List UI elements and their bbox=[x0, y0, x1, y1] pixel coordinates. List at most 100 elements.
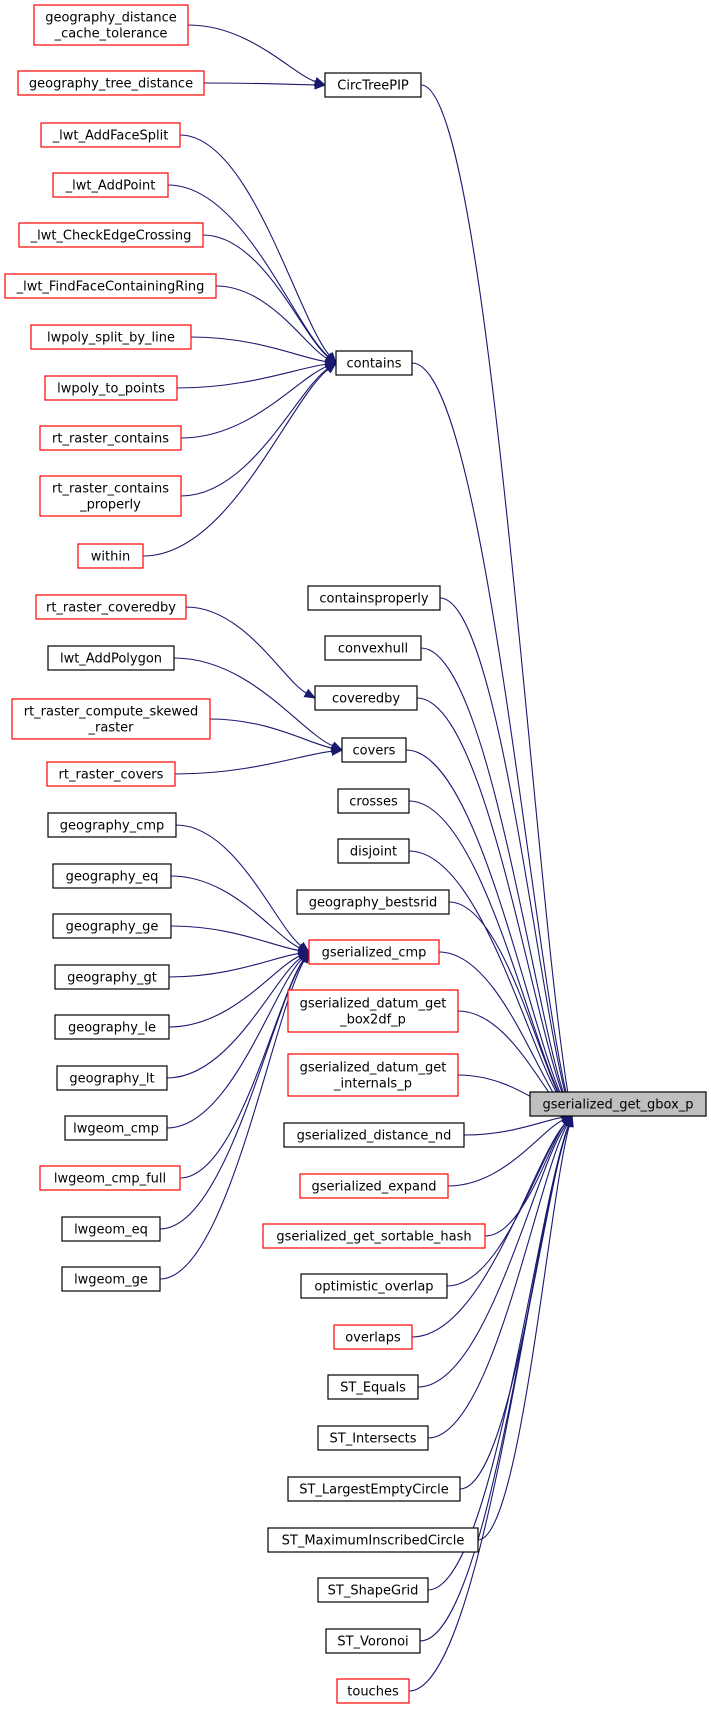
node-geography-distance-cache-tolerance[interactable]: geography_distance_cache_tolerance bbox=[33, 4, 189, 46]
node-box bbox=[39, 425, 182, 451]
node-st-voronoi[interactable]: ST_Voronoi bbox=[325, 1628, 421, 1654]
edge-rt-raster-contains-to-contains bbox=[180, 366, 327, 439]
node-gserialized-distance-nd[interactable]: gserialized_distance_nd bbox=[283, 1122, 465, 1148]
node-crosses[interactable]: crosses bbox=[337, 788, 410, 814]
node-st-maximuminscribedcircle[interactable]: ST_MaximumInscribedCircle bbox=[267, 1527, 479, 1553]
node-box bbox=[287, 1053, 459, 1097]
node-lwpoly-split-by-line[interactable]: lwpoly_split_by_line bbox=[30, 324, 192, 350]
node-geography-tree-distance[interactable]: geography_tree_distance bbox=[17, 70, 205, 96]
node-lwt-checkedgecrossing[interactable]: _lwt_CheckEdgeCrossing bbox=[18, 222, 204, 248]
node-lwgeom-cmp-full[interactable]: lwgeom_cmp_full bbox=[39, 1165, 181, 1191]
edge-st-equals-to-gserialized-get-gbox-p bbox=[417, 1123, 567, 1388]
node-contains[interactable]: contains bbox=[335, 350, 413, 376]
arrowhead-rt-raster-covers-to-covers bbox=[331, 746, 344, 756]
nodes-layer: geography_distance_cache_tolerancegeogra… bbox=[4, 4, 707, 1704]
node-label: rt_raster_contains bbox=[52, 432, 169, 447]
node-rt-raster-compute-skewed-raster[interactable]: rt_raster_compute_skewed_raster bbox=[11, 698, 211, 740]
node-lwgeom-cmp[interactable]: lwgeom_cmp bbox=[64, 1115, 168, 1141]
node-rt-raster-covers[interactable]: rt_raster_covers bbox=[46, 761, 176, 787]
node-label: disjoint bbox=[350, 845, 397, 860]
node-box bbox=[337, 838, 410, 864]
edge-geography-cmp-to-gserialized-cmp bbox=[175, 824, 302, 947]
edge-rt-raster-covers-to-covers bbox=[174, 750, 333, 775]
edge-crosses-to-gserialized-get-gbox-p bbox=[408, 800, 568, 1108]
node-label: rt_raster_contains bbox=[52, 482, 169, 497]
arrowhead-touches-to-gserialized-get-gbox-p bbox=[564, 1114, 573, 1128]
edge-lwt-checkedgecrossing-to-contains bbox=[202, 234, 329, 358]
node-rt-raster-coveredby[interactable]: rt_raster_coveredby bbox=[35, 594, 187, 620]
node-gserialized-datum-get-box2df-p[interactable]: gserialized_datum_get_box2df_p bbox=[287, 989, 459, 1033]
node-lwgeom-eq[interactable]: lwgeom_eq bbox=[61, 1216, 161, 1242]
node-st-largestemptycircle[interactable]: ST_LargestEmptyCircle bbox=[287, 1476, 461, 1502]
node-gserialized-datum-get-internals-p[interactable]: gserialized_datum_get_internals_p bbox=[287, 1053, 459, 1097]
node-box bbox=[61, 1216, 161, 1242]
node-rt-raster-contains-properly[interactable]: rt_raster_contains_properly bbox=[39, 475, 182, 517]
node-st-intersects[interactable]: ST_Intersects bbox=[317, 1425, 429, 1451]
node-gserialized-cmp[interactable]: gserialized_cmp bbox=[308, 939, 440, 965]
node-label: geography_le bbox=[68, 1021, 156, 1036]
node-box bbox=[337, 788, 410, 814]
node-label: gserialized_get_gbox_p bbox=[542, 1098, 693, 1113]
node-disjoint[interactable]: disjoint bbox=[337, 838, 410, 864]
node-label: _box2df_p bbox=[339, 1013, 406, 1028]
node-lwgeom-ge[interactable]: lwgeom_ge bbox=[61, 1266, 161, 1292]
node-containsproperly[interactable]: containsproperly bbox=[307, 585, 441, 611]
node-label: _internals_p bbox=[333, 1077, 412, 1092]
node-st-shapegrid[interactable]: ST_ShapeGrid bbox=[317, 1577, 429, 1603]
node-gserialized-get-sortable-hash[interactable]: gserialized_get_sortable_hash bbox=[262, 1223, 486, 1249]
edge-disjoint-to-gserialized-get-gbox-p bbox=[408, 850, 567, 1109]
node-label: geography_bestsrid bbox=[309, 896, 438, 911]
node-circtreepip[interactable]: CircTreePIP bbox=[324, 72, 422, 98]
node-label: geography_cmp bbox=[60, 819, 165, 834]
node-box bbox=[61, 1266, 161, 1292]
node-box bbox=[300, 1273, 448, 1299]
node-geography-gt[interactable]: geography_gt bbox=[54, 964, 170, 990]
edge-circtreepip-to-gserialized-get-gbox-p bbox=[420, 84, 571, 1107]
edge-convexhull-to-gserialized-get-gbox-p bbox=[420, 647, 569, 1107]
node-box bbox=[325, 1628, 421, 1654]
edge-rt-raster-compute-skewed-raster-to-covers bbox=[209, 718, 333, 749]
node-geography-lt[interactable]: geography_lt bbox=[56, 1065, 168, 1091]
edge-lwgeom-cmp-to-gserialized-cmp bbox=[166, 958, 303, 1129]
node-geography-le[interactable]: geography_le bbox=[54, 1014, 170, 1040]
node-lwt-addfacesplit[interactable]: _lwt_AddFaceSplit bbox=[40, 122, 181, 148]
node-box bbox=[317, 1425, 429, 1451]
node-box bbox=[46, 761, 176, 787]
node-label: ST_ShapeGrid bbox=[328, 1584, 419, 1599]
node-label: geography_distance bbox=[45, 11, 177, 26]
edge-lwpoly-to-points-to-contains bbox=[176, 363, 327, 389]
node-rt-raster-contains[interactable]: rt_raster_contains bbox=[39, 425, 182, 451]
node-geography-bestsrid[interactable]: geography_bestsrid bbox=[296, 889, 450, 915]
node-lwt-findfacecontainingring[interactable]: _lwt_FindFaceContainingRing bbox=[4, 273, 217, 299]
node-label: within bbox=[91, 550, 130, 565]
edge-st-intersects-to-gserialized-get-gbox-p bbox=[427, 1124, 568, 1439]
node-st-equals[interactable]: ST_Equals bbox=[327, 1374, 419, 1400]
node-gserialized-get-gbox-p[interactable]: gserialized_get_gbox_p bbox=[529, 1091, 707, 1117]
node-label: _cache_tolerance bbox=[54, 27, 168, 42]
node-optimistic-overlap[interactable]: optimistic_overlap bbox=[300, 1273, 448, 1299]
node-box bbox=[47, 812, 177, 838]
node-touches[interactable]: touches bbox=[336, 1678, 410, 1704]
node-within[interactable]: within bbox=[77, 543, 144, 569]
node-lwt-addpoint[interactable]: _lwt_AddPoint bbox=[52, 172, 169, 198]
node-label: geography_eq bbox=[66, 870, 159, 885]
node-label: CircTreePIP bbox=[337, 79, 409, 94]
node-lwt-addpolygon[interactable]: lwt_AddPolygon bbox=[47, 645, 175, 671]
node-geography-cmp[interactable]: geography_cmp bbox=[47, 812, 177, 838]
node-geography-ge[interactable]: geography_ge bbox=[52, 913, 172, 939]
node-covers[interactable]: covers bbox=[341, 737, 407, 763]
node-lwpoly-to-points[interactable]: lwpoly_to_points bbox=[44, 375, 178, 401]
node-box bbox=[40, 122, 181, 148]
node-gserialized-expand[interactable]: gserialized_expand bbox=[299, 1173, 449, 1199]
node-label: rt_raster_covers bbox=[59, 768, 164, 783]
edge-geography-lt-to-gserialized-cmp bbox=[166, 957, 302, 1079]
node-box bbox=[327, 1374, 419, 1400]
node-coveredby[interactable]: coveredby bbox=[314, 685, 418, 711]
node-box bbox=[529, 1091, 707, 1117]
node-label: lwpoly_split_by_line bbox=[47, 331, 175, 346]
node-geography-eq[interactable]: geography_eq bbox=[52, 863, 172, 889]
node-overlaps[interactable]: overlaps bbox=[333, 1324, 413, 1350]
node-label: _lwt_FindFaceContainingRing bbox=[16, 280, 205, 295]
node-label: lwt_AddPolygon bbox=[60, 652, 162, 667]
node-convexhull[interactable]: convexhull bbox=[324, 635, 422, 661]
